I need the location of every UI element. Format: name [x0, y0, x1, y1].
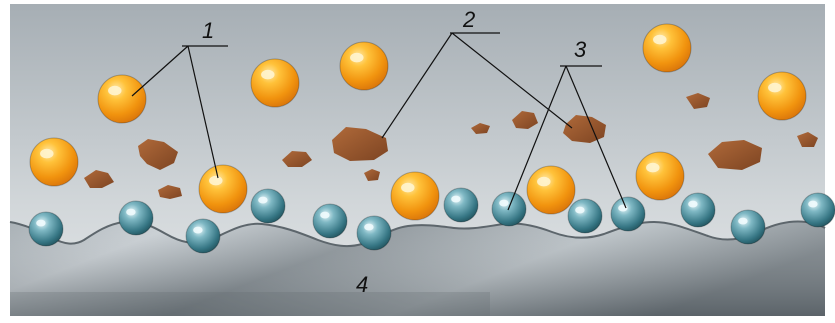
teal-ion: [567, 198, 603, 234]
orange-particle: [390, 171, 440, 221]
label-3: 3: [574, 37, 587, 62]
debris-piece: [686, 93, 710, 109]
orange-particle: [29, 137, 79, 187]
orange-particle: [635, 151, 685, 201]
teal-ion: [356, 215, 392, 251]
debris-piece: [138, 139, 178, 170]
orange-particle-group: [29, 23, 807, 221]
debris-piece: [797, 132, 818, 147]
teal-ion: [443, 187, 479, 223]
metal-substrate: [9, 220, 826, 316]
label-1: 1: [202, 18, 214, 43]
teal-ion: [118, 200, 154, 236]
teal-ion: [680, 192, 716, 228]
orange-particle: [526, 165, 576, 215]
debris-piece: [332, 127, 388, 161]
orange-particle: [97, 74, 147, 124]
orange-particle: [642, 23, 692, 73]
debris-piece: [364, 169, 380, 181]
teal-ion: [800, 192, 835, 228]
debris-piece: [282, 151, 312, 167]
callout-line-2: [381, 32, 573, 139]
teal-ion: [730, 209, 766, 245]
callout-line-3: [507, 65, 627, 211]
teal-ion: [312, 203, 348, 239]
debris-group: [84, 93, 818, 199]
label-2: 2: [462, 7, 475, 32]
debris-piece: [471, 123, 490, 134]
orange-particle: [250, 58, 300, 108]
teal-ion: [610, 196, 646, 232]
orange-particle: [757, 71, 807, 121]
label-4: 4: [356, 272, 368, 297]
debris-piece: [84, 170, 114, 188]
teal-ion: [185, 218, 221, 254]
debris-piece: [512, 111, 538, 129]
teal-ion: [28, 211, 64, 247]
debris-piece: [708, 140, 762, 170]
orange-particle: [198, 164, 248, 214]
callout-lines: [131, 32, 627, 211]
teal-ion: [250, 188, 286, 224]
teal-ion-group: [28, 187, 835, 254]
callout-line-1: [131, 45, 228, 179]
debris-piece: [158, 185, 182, 199]
orange-particle: [339, 41, 389, 91]
